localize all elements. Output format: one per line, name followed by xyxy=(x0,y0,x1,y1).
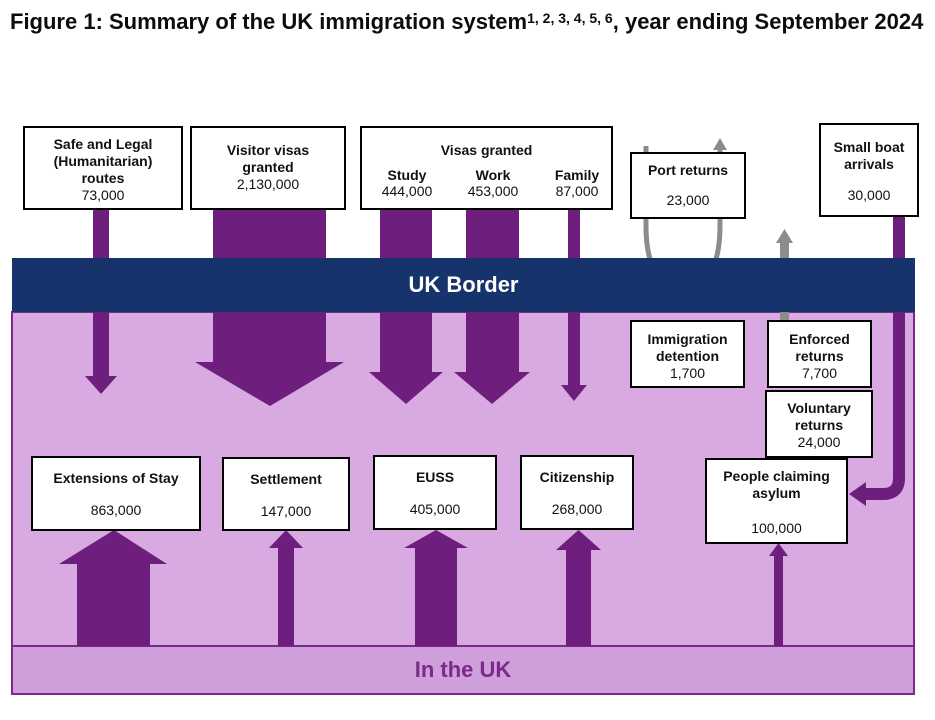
euss-label: EUSS xyxy=(415,469,455,485)
family-value: 87,000 xyxy=(555,183,599,199)
settlement-box: Settlement 147,000 xyxy=(222,457,350,531)
safe-legal-label: Safe and Legal (Humanitarian) routes xyxy=(53,136,153,186)
visitor-visas-label: Visitor visas granted xyxy=(226,142,310,175)
in-uk-label: In the UK xyxy=(414,657,512,682)
in-uk-band xyxy=(11,645,915,695)
euss-box: EUSS 405,000 xyxy=(373,455,497,530)
immigration-detention-label: Immigration detention xyxy=(647,331,728,364)
enforced-returns-value: 7,700 xyxy=(801,365,838,381)
citizenship-value: 268,000 xyxy=(551,501,603,517)
voluntary-returns-value: 24,000 xyxy=(797,434,841,450)
extensions-label: Extensions of Stay xyxy=(53,470,179,486)
euss-arrow xyxy=(404,530,468,646)
small-boat-arrowhead xyxy=(849,482,866,506)
port-returns-value: 23,000 xyxy=(666,192,710,208)
enforced-returns-arrowhead xyxy=(776,229,793,243)
study-column: Study 444,000 xyxy=(372,167,442,199)
family-column: Family 87,000 xyxy=(542,167,612,199)
small-boat-value: 30,000 xyxy=(847,187,891,203)
safe-legal-box: Safe and Legal (Humanitarian) routes 73,… xyxy=(23,126,183,210)
safe-legal-value: 73,000 xyxy=(81,187,125,203)
settlement-value: 147,000 xyxy=(260,503,312,519)
port-returns-label: Port returns xyxy=(647,162,729,178)
extensions-box: Extensions of Stay 863,000 xyxy=(31,456,201,531)
euss-value: 405,000 xyxy=(409,501,461,517)
title-suffix: , year ending September 2024 xyxy=(612,9,924,34)
visitor-visas-box: Visitor visas granted 2,130,000 xyxy=(190,126,346,210)
asylum-arrow xyxy=(769,543,788,646)
study-label: Study xyxy=(387,167,427,183)
immigration-detention-box: Immigration detention 1,700 xyxy=(630,320,745,388)
visas-granted-label: Visas granted xyxy=(440,142,533,158)
citizenship-box: Citizenship 268,000 xyxy=(520,455,634,530)
asylum-value: 100,000 xyxy=(751,520,802,536)
extensions-arrow xyxy=(59,530,167,646)
visas-granted-box: Visas granted Study 444,000 Work 453,000… xyxy=(360,126,613,210)
work-value: 453,000 xyxy=(467,183,519,199)
small-boat-label: Small boat arrivals xyxy=(833,139,905,172)
citizenship-label: Citizenship xyxy=(539,469,615,485)
uk-border-label: UK Border xyxy=(408,272,519,297)
small-boat-box: Small boat arrivals 30,000 xyxy=(819,123,919,217)
work-label: Work xyxy=(475,167,511,183)
settlement-label: Settlement xyxy=(250,471,322,487)
work-column: Work 453,000 xyxy=(458,167,528,199)
enforced-returns-label: Enforced returns xyxy=(789,331,850,364)
asylum-box: People claiming asylum 100,000 xyxy=(705,458,848,544)
figure-title: Figure 1: Summary of the UK immigration … xyxy=(10,6,925,37)
visitor-visas-value: 2,130,000 xyxy=(236,176,300,192)
family-label: Family xyxy=(554,167,600,183)
study-value: 444,000 xyxy=(381,183,433,199)
asylum-label: People claiming asylum xyxy=(723,468,830,501)
voluntary-returns-label: Voluntary returns xyxy=(787,400,851,433)
title-footnotes: 1, 2, 3, 4, 5, 6 xyxy=(527,10,613,26)
port-returns-arrowhead xyxy=(713,138,727,150)
uk-border-band xyxy=(12,258,915,312)
immigration-detention-value: 1,700 xyxy=(669,365,706,381)
port-returns-box: Port returns 23,000 xyxy=(630,152,746,219)
enforced-returns-box: Enforced returns 7,700 xyxy=(767,320,872,388)
small-boat-arrow-path xyxy=(862,216,905,500)
settlement-arrow xyxy=(269,530,303,646)
voluntary-returns-box: Voluntary returns 24,000 xyxy=(765,390,873,458)
title-main: Figure 1: Summary of the UK immigration … xyxy=(10,9,528,34)
extensions-value: 863,000 xyxy=(90,502,142,518)
citizenship-arrow xyxy=(556,530,601,646)
